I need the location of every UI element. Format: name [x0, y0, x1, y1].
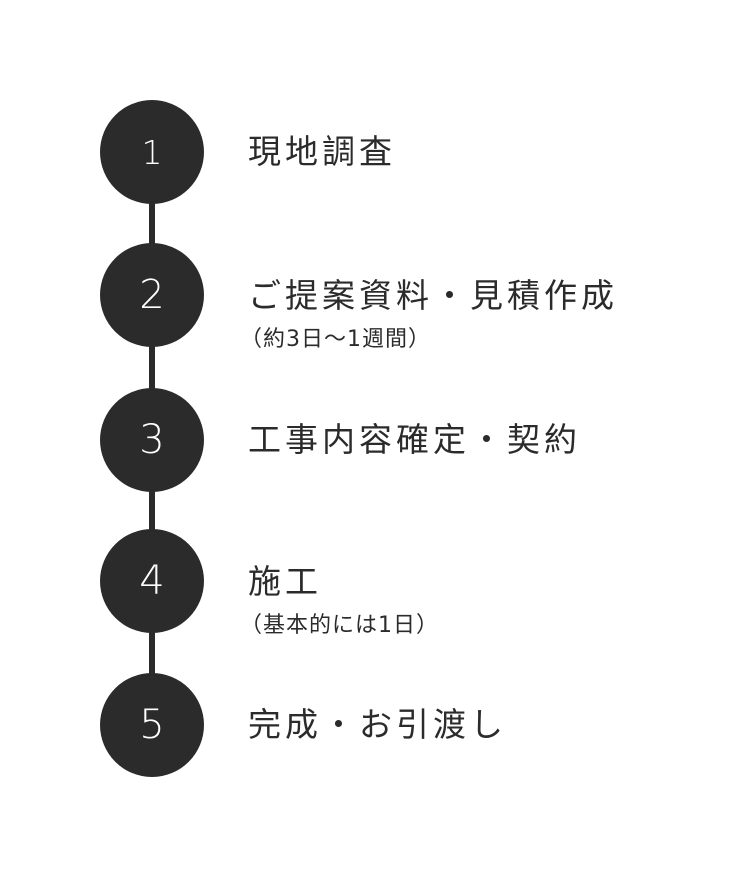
step-3-title: 工事内容確定・契約	[248, 420, 581, 460]
step-5-text: 完成・お引渡し	[248, 673, 507, 777]
step-4: 4 施工 （基本的には1日）	[0, 529, 740, 638]
step-5-number-circle: 5	[100, 673, 204, 777]
step-3-number-circle: 3	[100, 388, 204, 492]
step-4-title: 施工	[248, 561, 322, 601]
step-4-text: 施工 （基本的には1日）	[240, 529, 439, 638]
step-5: 5 完成・お引渡し	[0, 673, 740, 777]
step-4-number-circle: 4	[100, 529, 204, 633]
step-2-text: ご提案資料・見積作成 （約3日～1週間）	[240, 243, 618, 352]
step-2: 2 ご提案資料・見積作成 （約3日～1週間）	[0, 243, 740, 352]
step-2-number-circle: 2	[100, 243, 204, 347]
step-1: 1 現地調査	[0, 100, 740, 204]
step-3: 3 工事内容確定・契約	[0, 388, 740, 492]
step-3-text: 工事内容確定・契約	[248, 388, 581, 492]
step-2-note: （約3日～1週間）	[240, 326, 431, 352]
step-1-text: 現地調査	[248, 100, 396, 204]
step-1-title: 現地調査	[248, 132, 396, 172]
step-4-note: （基本的には1日）	[240, 612, 439, 638]
step-2-title: ご提案資料・見積作成	[248, 275, 618, 315]
step-5-title: 完成・お引渡し	[248, 705, 507, 745]
step-1-number-circle: 1	[100, 100, 204, 204]
